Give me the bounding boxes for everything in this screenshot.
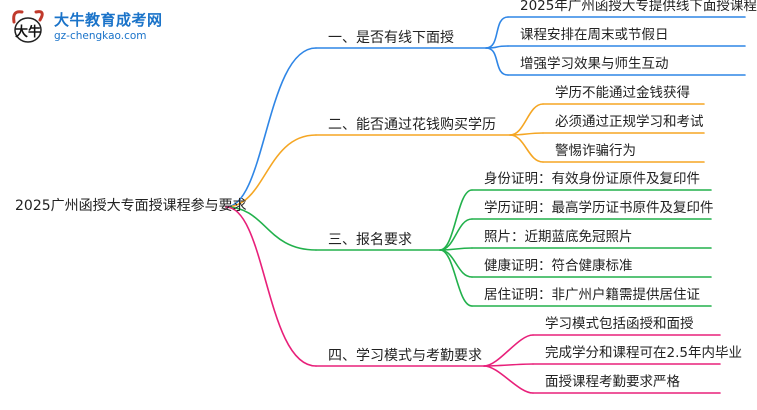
leaf-node[interactable]: 学历证明：最高学历证书原件及复印件	[484, 200, 714, 216]
leaf-node[interactable]: 增强学习效果与师生互动	[520, 56, 669, 72]
leaf-node[interactable]: 照片：近期蓝底免冠照片	[484, 229, 633, 245]
leaf-node[interactable]: 学历不能通过金钱获得	[555, 85, 690, 101]
leaf-connector	[483, 334, 534, 367]
branch-connector	[225, 206, 317, 367]
logo-title: 大牛教育成考网	[54, 11, 163, 29]
leaf-connector	[509, 134, 544, 163]
leaf-node[interactable]: 必须通过正规学习和考试	[555, 114, 704, 130]
leaf-connector	[439, 218, 473, 251]
branch-connector	[225, 47, 317, 208]
leaf-connector	[485, 16, 509, 49]
logo-mark-text: 大牛	[15, 24, 41, 40]
leaf-node[interactable]: 居住证明：非广州户籍需提供居住证	[484, 287, 700, 303]
leaf-connector	[509, 103, 544, 136]
leaf-node[interactable]: 身份证明：有效身份证原件及复印件	[484, 171, 700, 187]
site-logo[interactable]: 大牛 大牛教育成考网 gz-chengkao.com	[8, 6, 178, 48]
branch-connector	[225, 206, 317, 251]
branch-node-4[interactable]: 四、学习模式与考勤要求	[328, 348, 482, 364]
branch-node-2[interactable]: 二、能否通过花钱购买学历	[328, 117, 496, 133]
branch-node-1[interactable]: 一、是否有线下面授	[328, 30, 454, 46]
leaf-connector	[483, 365, 534, 394]
bull-logo-icon: 大牛	[12, 10, 44, 43]
leaf-node[interactable]: 学习模式包括函授和面授	[545, 316, 694, 332]
leaf-node[interactable]: 健康证明：符合健康标准	[484, 258, 633, 274]
leaf-node[interactable]: 2025年广州函授大专提供线下面授课程	[520, 0, 757, 14]
branch-connector	[225, 134, 317, 208]
leaf-connector	[439, 249, 473, 307]
leaf-node[interactable]: 课程安排在周末或节假日	[520, 27, 669, 43]
leaf-node[interactable]: 警惕诈骗行为	[555, 143, 636, 159]
branch-node-3[interactable]: 三、报名要求	[328, 232, 412, 248]
leaf-connector	[485, 47, 509, 76]
leaf-node[interactable]: 面授课程考勤要求严格	[545, 374, 680, 390]
leaf-connector	[439, 249, 473, 278]
root-node[interactable]: 2025广州函授大专面授课程参与要求	[15, 198, 247, 214]
logo-url: gz-chengkao.com	[54, 30, 147, 42]
leaf-node[interactable]: 完成学分和课程可在2.5年内毕业	[545, 345, 742, 361]
